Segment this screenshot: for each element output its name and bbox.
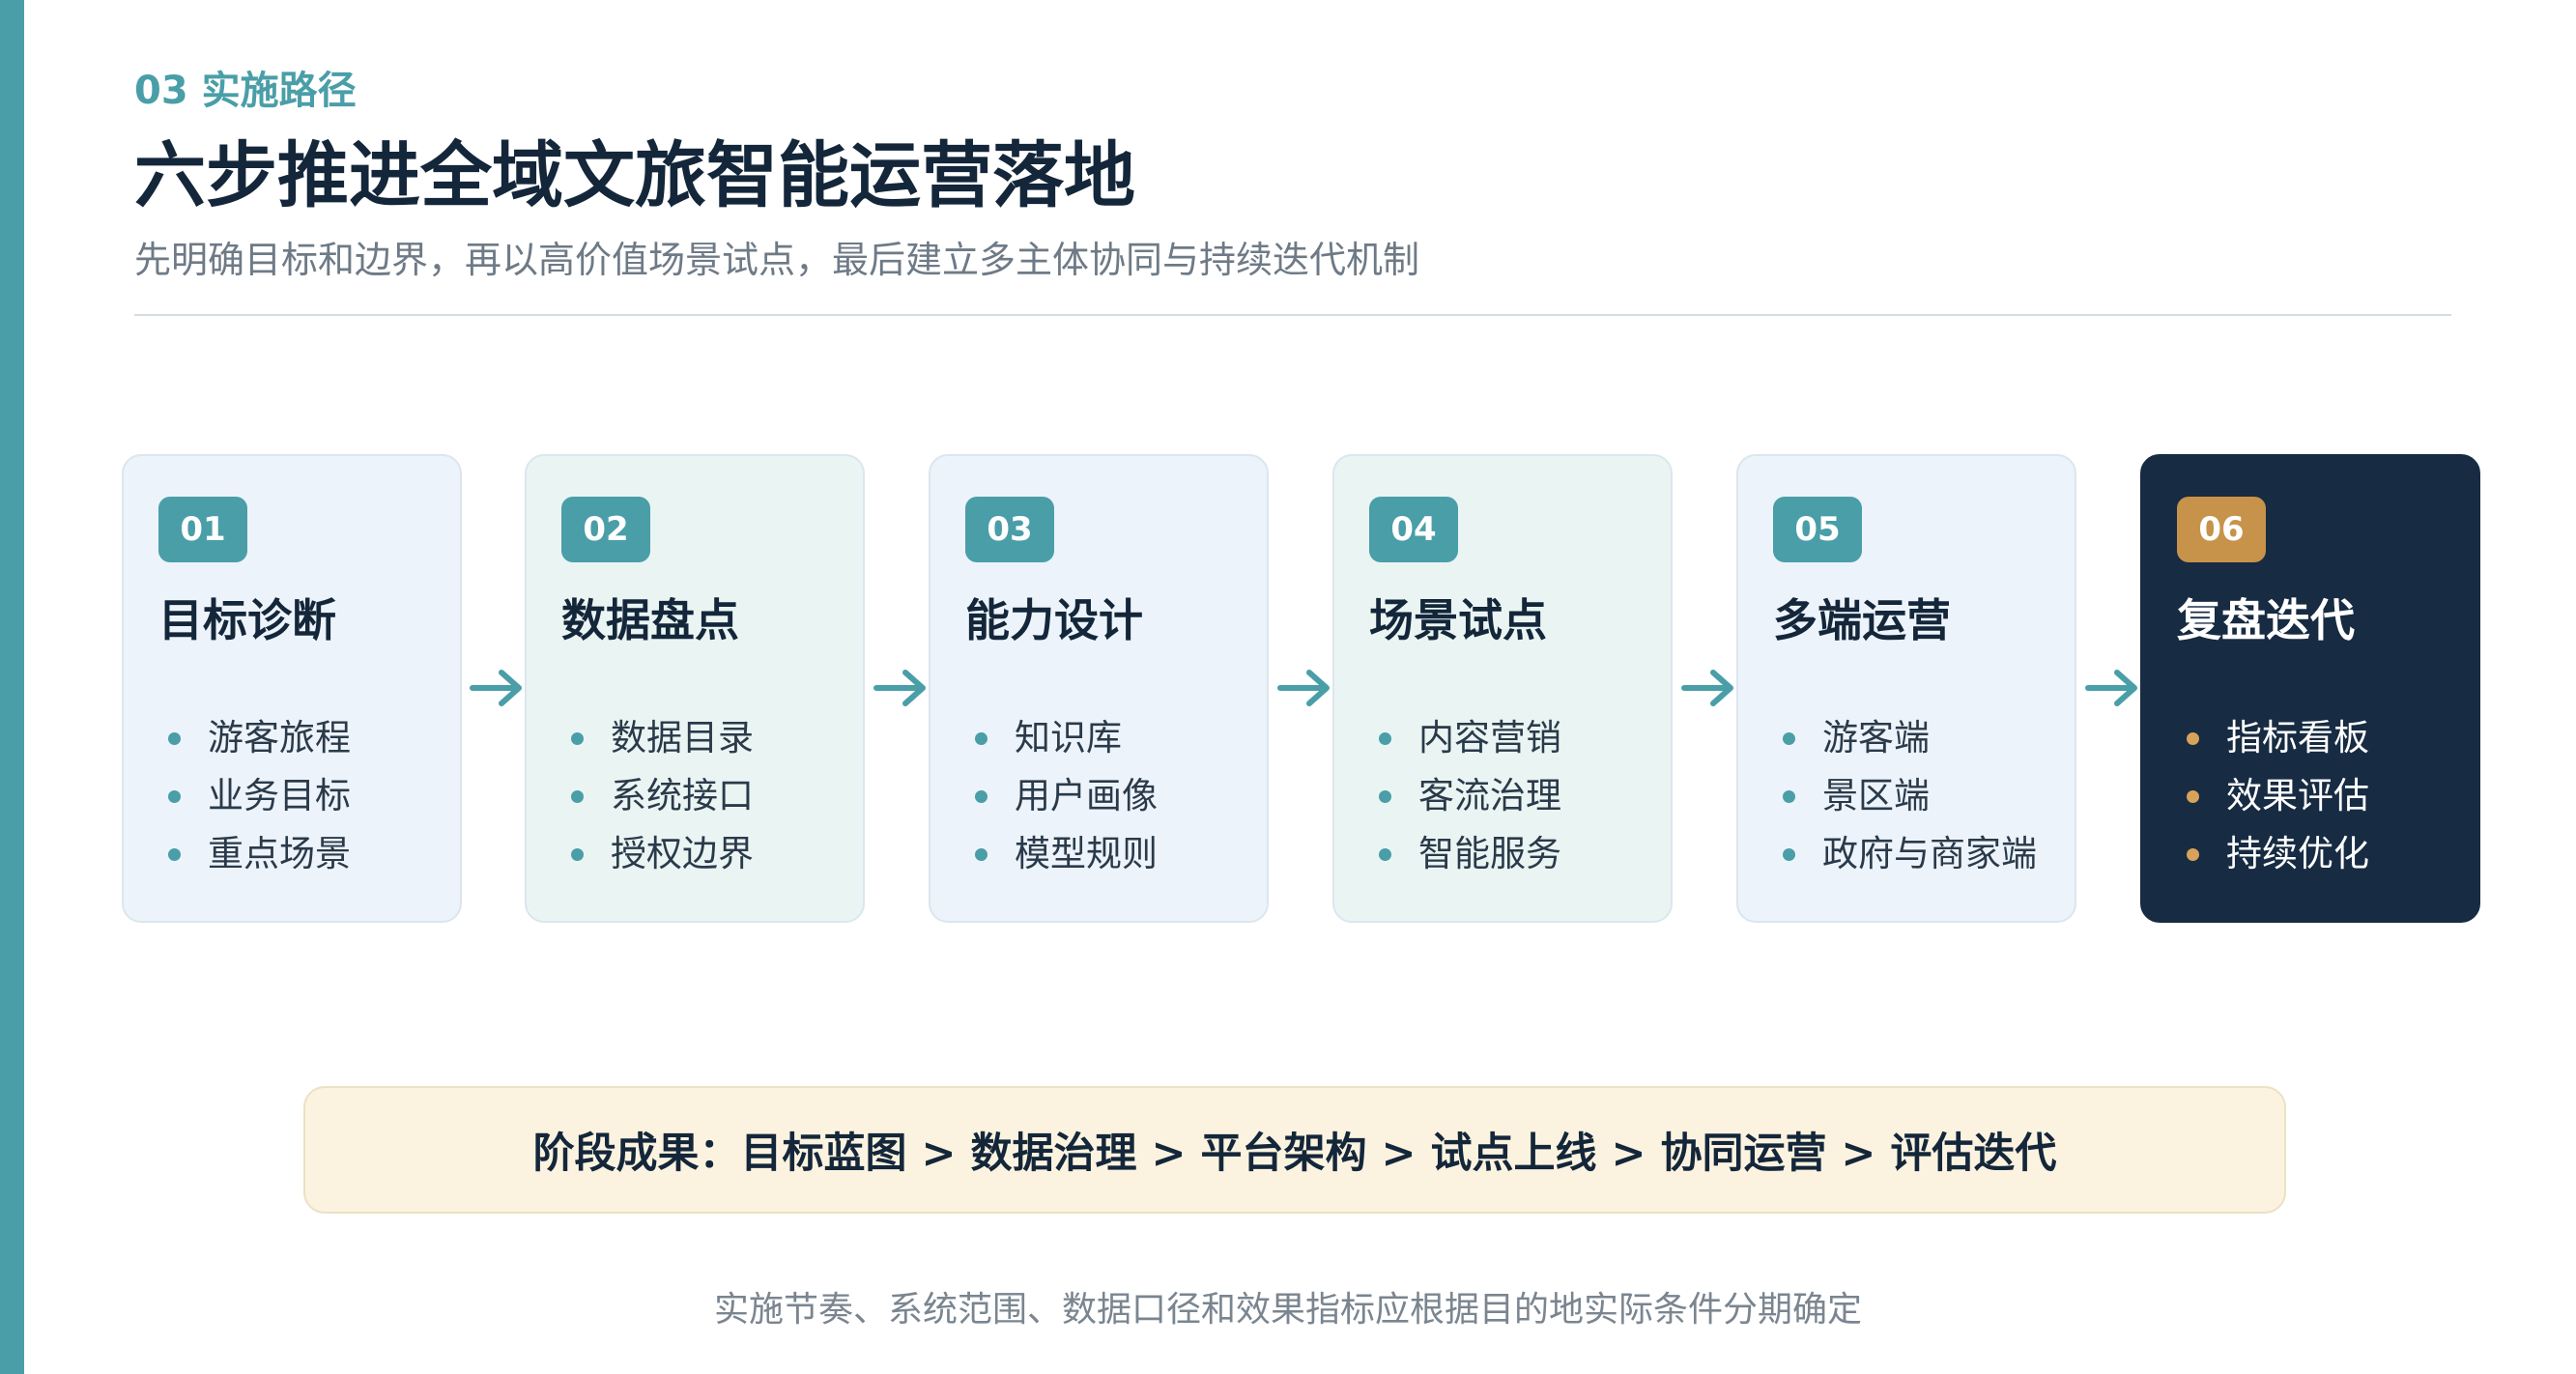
arrow-right-icon	[873, 670, 926, 706]
step-card-3: 03 能力设计 知识库 用户画像 模型规则	[929, 454, 1269, 923]
bullet-dot-icon	[2187, 847, 2199, 861]
item-text: 客流治理	[1418, 775, 1561, 816]
item-text: 系统接口	[611, 775, 754, 816]
bullet-dot-icon	[1783, 789, 1795, 803]
bullet-dot-icon	[975, 789, 987, 803]
arrow-right-icon	[2085, 670, 2137, 706]
step-title: 场景试点	[1369, 594, 1547, 646]
step-item-list: 指标看板 效果评估 持续优化	[2187, 709, 2369, 883]
arrow-right-icon	[1681, 670, 1733, 706]
bullet-dot-icon	[2187, 731, 2199, 745]
item-text: 模型规则	[1015, 833, 1158, 874]
list-item: 效果评估	[2187, 767, 2369, 825]
list-item: 业务目标	[168, 767, 351, 825]
bullet-dot-icon	[571, 789, 584, 803]
item-text: 效果评估	[2226, 775, 2369, 816]
step-title: 能力设计	[965, 594, 1143, 646]
step-number-badge: 01	[158, 497, 247, 562]
item-text: 游客旅程	[208, 717, 351, 759]
bullet-dot-icon	[571, 847, 584, 861]
bullet-dot-icon	[1379, 731, 1391, 745]
list-item: 景区端	[1783, 767, 2037, 825]
step-card-5: 05 多端运营 游客端 景区端 政府与商家端	[1736, 454, 2076, 923]
list-item: 系统接口	[571, 767, 754, 825]
step-number-badge: 02	[561, 497, 650, 562]
bullet-dot-icon	[975, 731, 987, 745]
stage-results-bar: 阶段成果：目标蓝图 > 数据治理 > 平台架构 > 试点上线 > 协同运营 > …	[303, 1086, 2286, 1214]
item-text: 指标看板	[2226, 717, 2369, 759]
list-item: 指标看板	[2187, 709, 2369, 767]
step-title: 数据盘点	[561, 594, 739, 646]
bullet-dot-icon	[1783, 847, 1795, 861]
step-card-6: 06 复盘迭代 指标看板 效果评估 持续优化	[2140, 454, 2480, 923]
arrow-right-icon	[1277, 670, 1330, 706]
bullet-dot-icon	[2187, 789, 2199, 803]
item-text: 内容营销	[1418, 717, 1561, 759]
item-text: 知识库	[1015, 717, 1122, 759]
stage-results-text: 阶段成果：目标蓝图 > 数据治理 > 平台架构 > 试点上线 > 协同运营 > …	[532, 1130, 2057, 1178]
bullet-dot-icon	[168, 789, 181, 803]
bullet-dot-icon	[571, 731, 584, 745]
step-item-list: 游客端 景区端 政府与商家端	[1783, 709, 2037, 883]
item-text: 用户画像	[1015, 775, 1158, 816]
item-text: 持续优化	[2226, 833, 2369, 874]
list-item: 重点场景	[168, 825, 351, 883]
bullet-dot-icon	[168, 847, 181, 861]
step-item-list: 游客旅程 业务目标 重点场景	[168, 709, 351, 883]
list-item: 数据目录	[571, 709, 754, 767]
item-text: 数据目录	[611, 717, 754, 759]
step-number-badge: 06	[2177, 497, 2266, 562]
list-item: 游客端	[1783, 709, 2037, 767]
step-title: 复盘迭代	[2177, 594, 2355, 646]
header-divider	[134, 314, 2451, 316]
list-item: 知识库	[975, 709, 1158, 767]
item-text: 景区端	[1822, 775, 1930, 816]
list-item: 内容营销	[1379, 709, 1561, 767]
list-item: 智能服务	[1379, 825, 1561, 883]
page-subtitle: 先明确目标和边界，再以高价值场景试点，最后建立多主体协同与持续迭代机制	[134, 239, 1420, 281]
step-item-list: 内容营销 客流治理 智能服务	[1379, 709, 1561, 883]
step-title: 多端运营	[1773, 594, 1951, 646]
step-title: 目标诊断	[158, 594, 336, 646]
bullet-dot-icon	[975, 847, 987, 861]
list-item: 授权边界	[571, 825, 754, 883]
arrow-right-icon	[470, 670, 522, 706]
list-item: 用户画像	[975, 767, 1158, 825]
list-item: 持续优化	[2187, 825, 2369, 883]
bullet-dot-icon	[1783, 731, 1795, 745]
step-card-1: 01 目标诊断 游客旅程 业务目标 重点场景	[122, 454, 462, 923]
step-number-badge: 05	[1773, 497, 1862, 562]
item-text: 业务目标	[208, 775, 351, 816]
step-number-badge: 03	[965, 497, 1054, 562]
footnote: 实施节奏、系统范围、数据口径和效果指标应根据目的地实际条件分期确定	[713, 1290, 1862, 1330]
step-item-list: 知识库 用户画像 模型规则	[975, 709, 1158, 883]
list-item: 政府与商家端	[1783, 825, 2037, 883]
list-item: 模型规则	[975, 825, 1158, 883]
list-item: 游客旅程	[168, 709, 351, 767]
left-accent-bar	[0, 0, 24, 1374]
step-number-badge: 04	[1369, 497, 1458, 562]
item-text: 游客端	[1822, 717, 1930, 759]
step-card-4: 04 场景试点 内容营销 客流治理 智能服务	[1332, 454, 1673, 923]
bullet-dot-icon	[1379, 789, 1391, 803]
page-title: 六步推进全域文旅智能运营落地	[134, 134, 1135, 217]
item-text: 政府与商家端	[1822, 833, 2037, 874]
bullet-dot-icon	[168, 731, 181, 745]
item-text: 智能服务	[1418, 833, 1561, 874]
item-text: 授权边界	[611, 833, 754, 874]
step-card-2: 02 数据盘点 数据目录 系统接口 授权边界	[525, 454, 865, 923]
list-item: 客流治理	[1379, 767, 1561, 825]
section-label: 03 实施路径	[134, 69, 357, 113]
step-item-list: 数据目录 系统接口 授权边界	[571, 709, 754, 883]
item-text: 重点场景	[208, 833, 351, 874]
bullet-dot-icon	[1379, 847, 1391, 861]
